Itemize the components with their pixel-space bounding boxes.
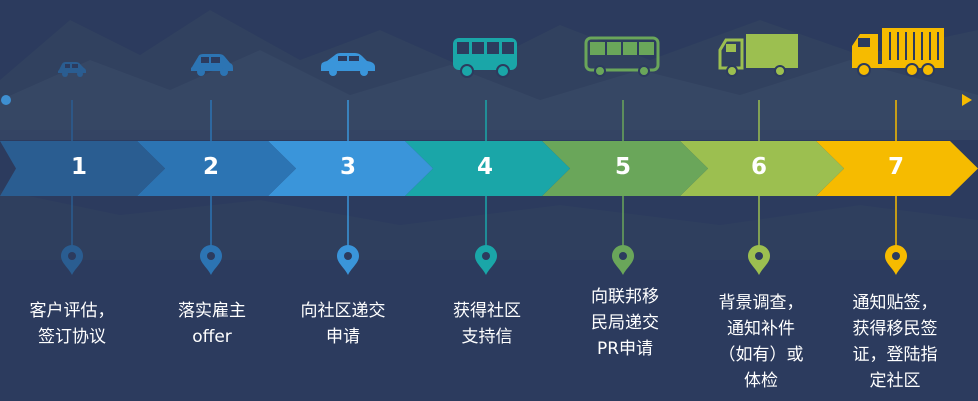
step-3-number: 3: [339, 154, 356, 180]
step-7-location-pin-icon: [885, 245, 907, 275]
step-5-number: 5: [614, 154, 631, 180]
step-7-chevron: [816, 141, 978, 196]
step-6-label: 背景调查，通知补件（如有）或体检: [718, 293, 804, 391]
step-3-label: 向社区递交申请: [300, 301, 386, 347]
small-car-icon: [58, 62, 86, 77]
step-4-location-pin-icon: [475, 245, 497, 275]
coach-icon: [584, 36, 660, 77]
step-7-number: 7: [887, 154, 904, 180]
step-1-chevron: [0, 141, 165, 196]
step-1-number: 1: [70, 154, 87, 180]
container-truck-icon: [852, 28, 944, 77]
step-2-location-pin-icon: [200, 245, 222, 275]
truck-icon: [718, 34, 798, 77]
sedan-icon: [321, 53, 375, 76]
step-3-chevron: [268, 141, 433, 196]
step-7-label: 通知贴签，获得移民签证，登陆指定社区: [852, 293, 938, 391]
step-3-location-pin-icon: [337, 245, 359, 275]
step-5-location-pin-icon: [612, 245, 634, 275]
step-2-number: 2: [202, 154, 219, 180]
step-4-label: 获得社区支持信: [453, 301, 521, 347]
car-icon: [191, 54, 233, 76]
step-1-label: 客户评估，签订协议: [29, 301, 115, 347]
step-4-chevron: [405, 141, 570, 196]
step-6-location-pin-icon: [748, 245, 770, 275]
step-2-chevron: [137, 141, 296, 196]
timeline-arrowhead: [962, 94, 972, 106]
step-6-chevron: [680, 141, 844, 196]
bus-icon: [453, 38, 517, 78]
step-5-chevron: [542, 141, 708, 196]
step-6-number: 6: [750, 154, 767, 180]
step-1-location-pin-icon: [61, 245, 83, 275]
step-4-number: 4: [476, 154, 493, 180]
